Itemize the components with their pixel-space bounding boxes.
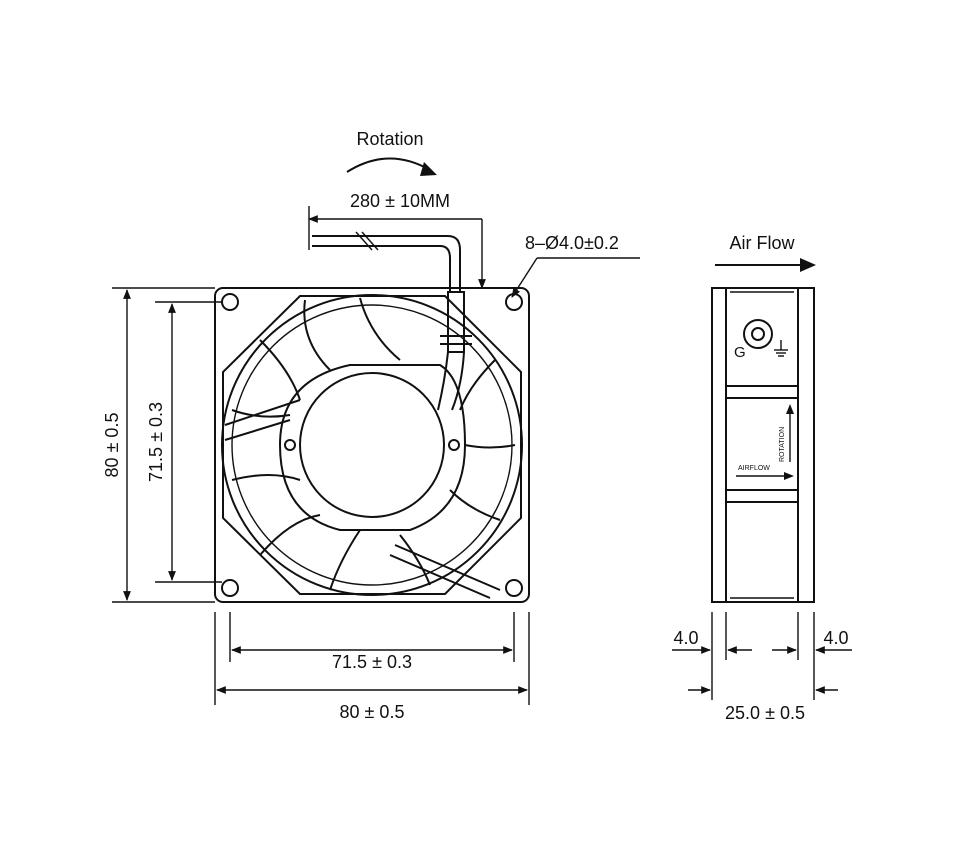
- front-dimension-lines: [112, 287, 530, 705]
- wire-leads: [312, 231, 461, 292]
- height-outer-label: 80 ± 0.5: [102, 413, 122, 478]
- fan-side-view: [711, 287, 815, 603]
- side-dimension-lines: [672, 612, 852, 700]
- lead-length-dimension: [308, 206, 486, 289]
- width-inner-label: 71.5 ± 0.3: [332, 652, 412, 672]
- side-airflow-label: AIRFLOW: [738, 465, 770, 472]
- fan-front-view: [214, 287, 530, 603]
- side-left-label: 4.0: [673, 628, 698, 648]
- height-inner-label: 71.5 ± 0.3: [146, 402, 166, 482]
- side-right-label: 4.0: [823, 628, 848, 648]
- side-rotation-label: ROTATION: [779, 427, 786, 462]
- depth-label: 25.0 ± 0.5: [725, 703, 805, 723]
- ground-mark-label: G: [734, 344, 746, 361]
- holes-label: 8–Ø4.0±0.2: [525, 233, 619, 253]
- rotation-arrow-icon: [346, 157, 437, 176]
- airflow-title-label: Air Flow: [729, 233, 795, 253]
- lead-length-label: 280 ± 10MM: [350, 191, 450, 211]
- rotation-label: Rotation: [356, 129, 423, 149]
- airflow-arrow-icon: [715, 258, 816, 272]
- width-outer-label: 80 ± 0.5: [340, 702, 405, 722]
- holes-leader: [511, 257, 640, 298]
